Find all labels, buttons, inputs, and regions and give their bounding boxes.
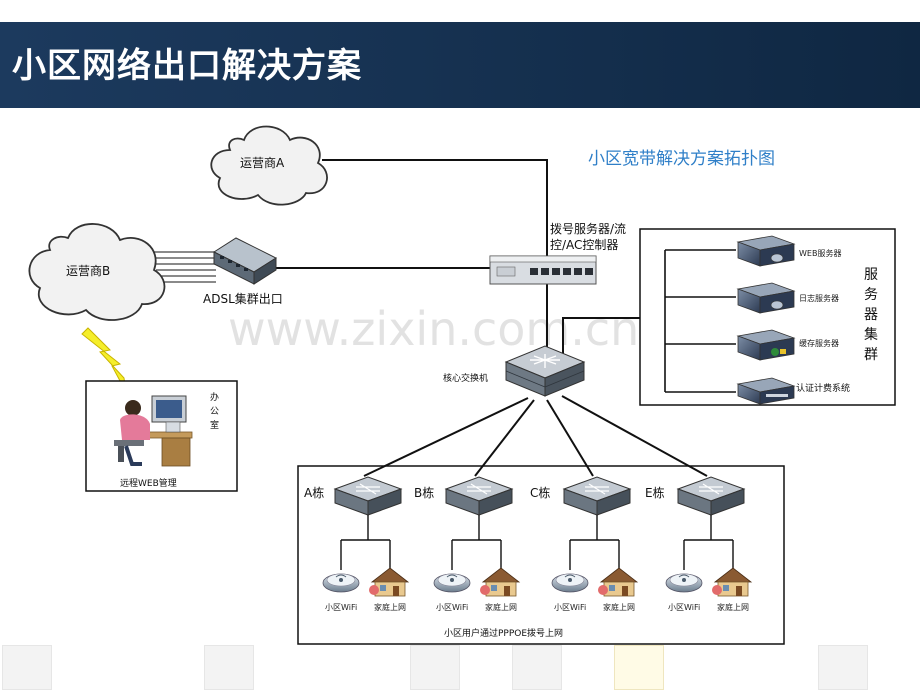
isp-a-label: 运营商A xyxy=(240,155,285,170)
footer-tile xyxy=(512,645,562,690)
building-links xyxy=(451,515,502,570)
dial-server: 拨号服务器/流 控/AC控制器 xyxy=(489,221,626,285)
building-links xyxy=(340,515,391,570)
building-switch-icon xyxy=(676,476,746,516)
building-links xyxy=(569,515,620,570)
wifi-label: 小区WiFi xyxy=(325,603,357,612)
office-label-3: 室 xyxy=(210,419,219,431)
server-label-auth: 认证计费系统 xyxy=(796,382,850,394)
server-group-char-5: 群 xyxy=(864,347,878,363)
link-core-c xyxy=(546,399,594,477)
server-group: WEB服务器 日志服务器 缓存服务器 认证计费系统 服 务 器 集 xyxy=(639,228,896,406)
building-label: E栋 xyxy=(645,485,665,500)
footer-tile xyxy=(204,645,254,690)
server-icon-log xyxy=(736,282,796,314)
home-icon xyxy=(369,567,410,597)
server-label-web: WEB服务器 xyxy=(799,248,841,258)
adsl-cluster-device: ADSL集群出口 xyxy=(203,237,283,306)
links xyxy=(276,159,708,477)
server-icon-cache xyxy=(736,329,796,361)
core-switch: 核心交换机 xyxy=(443,345,586,397)
building-switch-icon xyxy=(444,476,514,516)
wifi-label: 小区WiFi xyxy=(668,603,700,612)
footer-tile xyxy=(614,645,664,690)
building-label: B栋 xyxy=(414,485,434,500)
footer-tile xyxy=(818,645,868,690)
page-title: 小区网络出口解决方案 xyxy=(12,46,362,86)
isp-b-cloud: 运营商B xyxy=(28,223,166,321)
footer-tile xyxy=(410,645,460,690)
footer-tile xyxy=(2,645,52,690)
wifi-label: 小区WiFi xyxy=(436,603,468,612)
server-icon-auth xyxy=(736,377,796,405)
dial-server-label-1: 拨号服务器/流 xyxy=(550,221,626,236)
server-group-char-2: 务 xyxy=(864,287,878,303)
server-label-log: 日志服务器 xyxy=(799,293,839,303)
wifi-ap-icon xyxy=(322,573,360,593)
wifi-ap-icon xyxy=(551,573,589,593)
building-links xyxy=(683,515,734,570)
link-core-a xyxy=(363,397,529,477)
home-label: 家庭上网 xyxy=(374,602,406,612)
adsl-label: ADSL集群出口 xyxy=(203,291,283,306)
wifi-label: 小区WiFi xyxy=(554,603,586,612)
server-group-char-3: 器 xyxy=(864,307,878,323)
adsl-multi-lines xyxy=(152,251,216,283)
link-core-e xyxy=(561,395,708,477)
building-switch-icon xyxy=(333,476,403,516)
wifi-ap-icon xyxy=(665,573,703,593)
home-label: 家庭上网 xyxy=(603,602,635,612)
core-switch-label: 核心交换机 xyxy=(443,372,488,384)
wifi-ap-icon xyxy=(433,573,471,593)
office-label-1: 办 xyxy=(210,391,219,403)
link-isp-a-dial xyxy=(322,159,548,257)
server-icon-web xyxy=(736,235,796,267)
home-label: 家庭上网 xyxy=(717,602,749,612)
watermark: www.zixin.com.cn xyxy=(228,302,639,356)
home-label: 家庭上网 xyxy=(485,602,517,612)
office-box: 办 公 室 远程WEB管理 xyxy=(85,380,238,492)
building-switch-icon xyxy=(562,476,632,516)
title-bar: 小区网络出口解决方案 xyxy=(0,22,920,108)
server-group-char-4: 集 xyxy=(864,326,878,343)
home-icon xyxy=(598,567,639,597)
isp-b-label: 运营商B xyxy=(66,263,110,278)
dial-server-label-2: 控/AC控制器 xyxy=(550,238,618,252)
link-core-b xyxy=(474,399,535,477)
building-label: C栋 xyxy=(530,485,550,500)
server-group-char-1: 服 xyxy=(864,267,878,283)
isp-a-cloud: 运营商A xyxy=(210,125,328,206)
remote-web-label: 远程WEB管理 xyxy=(120,477,177,489)
user-area-box xyxy=(297,465,785,645)
home-icon xyxy=(480,567,521,597)
server-label-cache: 缓存服务器 xyxy=(799,338,839,348)
link-core-servers xyxy=(562,317,640,360)
operator-workstation-icon xyxy=(114,395,193,467)
users-caption: 小区用户通过PPPOE拨号上网 xyxy=(444,627,563,639)
server-group-label: 服 务 器 集 群 xyxy=(864,267,878,363)
home-icon xyxy=(712,567,753,597)
diagram-title: 小区宽带解决方案拓扑图 xyxy=(588,149,775,169)
building-label: A栋 xyxy=(304,485,324,500)
office-label-2: 公 xyxy=(210,406,219,417)
